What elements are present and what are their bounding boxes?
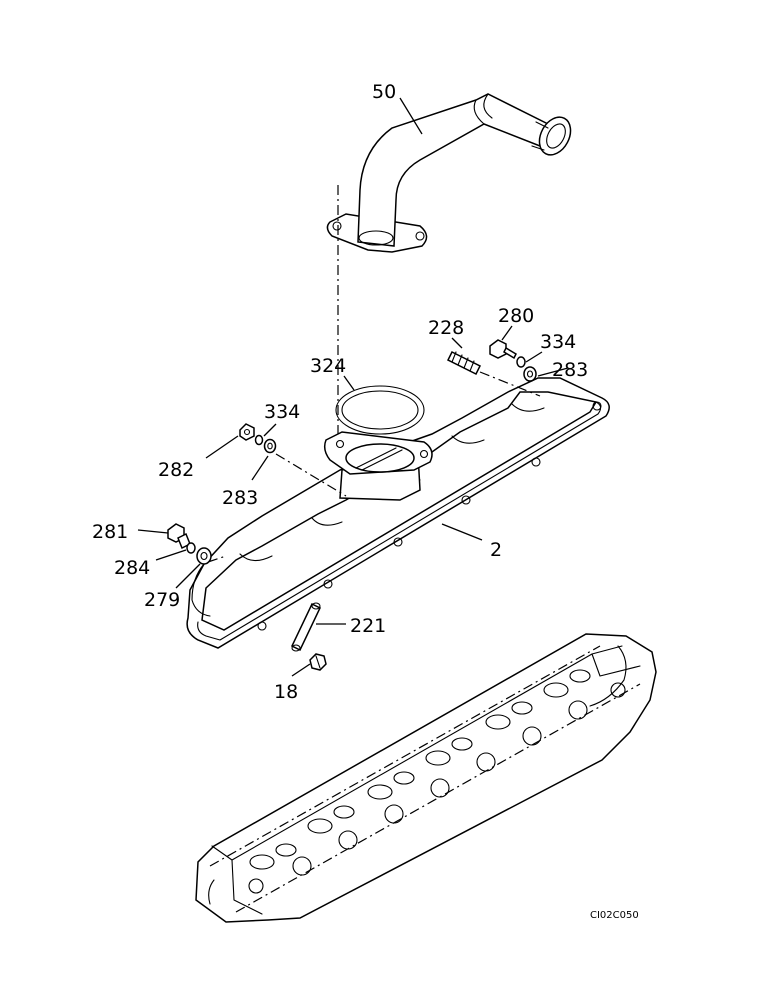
bolt-part-280 — [489, 339, 517, 360]
callout-334-right: 334 — [540, 331, 576, 353]
pipe-part-50 — [326, 93, 572, 253]
callout-18: 18 — [274, 681, 298, 703]
gasket-part-324 — [335, 385, 425, 435]
callout-324: 324 — [310, 355, 346, 377]
bolt-part-18 — [309, 653, 327, 671]
guide-line — [275, 453, 347, 497]
callouts: 50 228 280 334 283 324 334 282 283 281 2… — [92, 81, 588, 703]
leader-lines — [137, 97, 569, 677]
washer-part-334-left — [254, 434, 264, 446]
callout-50: 50 — [372, 81, 396, 103]
callout-334-left: 334 — [264, 401, 300, 423]
drawing-code: CI02C050 — [590, 910, 639, 921]
guide-line — [207, 555, 227, 563]
callout-282: 282 — [158, 459, 194, 481]
callout-221: 221 — [350, 615, 386, 637]
stud-part-221 — [291, 602, 321, 652]
washer-part-334-right — [516, 356, 526, 368]
manifold-part-2 — [186, 377, 610, 649]
callout-281: 281 — [92, 521, 128, 543]
washer-part-284 — [186, 542, 196, 554]
washer-part-283-left — [263, 438, 277, 454]
callout-2: 2 — [490, 539, 502, 561]
ring-part-279 — [196, 547, 212, 565]
callout-284: 284 — [114, 557, 150, 579]
callout-283-left: 283 — [222, 487, 258, 509]
callout-280: 280 — [498, 305, 534, 327]
washer-part-283-right — [523, 366, 537, 382]
callout-279: 279 — [144, 589, 180, 611]
plug-part-281 — [167, 523, 191, 550]
callout-228: 228 — [428, 317, 464, 339]
callout-283-right: 283 — [552, 359, 588, 381]
nut-part-282 — [239, 423, 255, 441]
stud-part-228 — [446, 350, 482, 376]
cylinder-head — [195, 633, 657, 923]
